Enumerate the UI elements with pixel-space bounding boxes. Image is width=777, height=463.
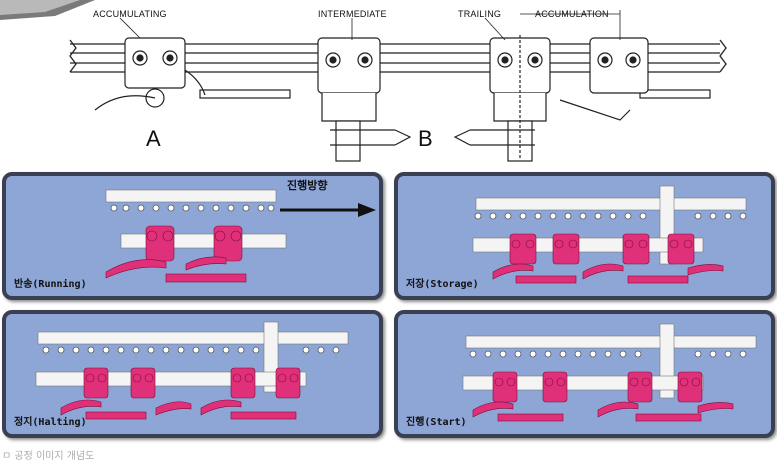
- conveyor-technical-drawing: ACCUMULATING INTERMEDIATE TRAILING ACCUM…: [0, 0, 777, 168]
- label-running: 반송(Running): [14, 279, 87, 290]
- photo-corner-highlight: [0, 0, 80, 15]
- storage-illustration: [472, 185, 747, 284]
- trolley-accumulation: [519, 35, 649, 160]
- direction-label: 진행방향: [287, 179, 328, 192]
- break-arrow: [394, 129, 471, 146]
- trolley-a: [94, 37, 206, 111]
- label-halting: 정지(Halting): [14, 417, 87, 428]
- label-trailing: TRAILING: [458, 9, 502, 19]
- trolley-trailing: [470, 37, 551, 162]
- panel-storage: 저장(Storage): [394, 172, 775, 300]
- letter-b: B: [418, 126, 433, 151]
- panel-halting: 정지(Halting): [2, 310, 383, 438]
- running-illustration: [105, 189, 287, 283]
- label-intermediate: INTERMEDIATE: [318, 9, 387, 19]
- panel-running: 반송(Running): [2, 172, 383, 300]
- caption: ㅁ 공정 이미지 개념도: [2, 451, 95, 462]
- label-storage: 저장(Storage): [406, 279, 479, 290]
- halting-illustration: [35, 321, 349, 420]
- trolley-intermediate: [317, 37, 395, 162]
- panel-start: 진행(Start): [394, 310, 775, 438]
- letter-a: A: [146, 126, 161, 151]
- conveyor-drawing-svg: [0, 0, 727, 162]
- start-illustration: [462, 323, 757, 422]
- direction-arrow-icon: [280, 203, 376, 217]
- leader-lines: [119, 10, 621, 41]
- label-accumulating: ACCUMULATING: [93, 9, 167, 19]
- load-bar: [199, 89, 711, 99]
- label-accumulation: ACCUMULATION: [535, 9, 609, 19]
- label-start: 진행(Start): [406, 417, 467, 428]
